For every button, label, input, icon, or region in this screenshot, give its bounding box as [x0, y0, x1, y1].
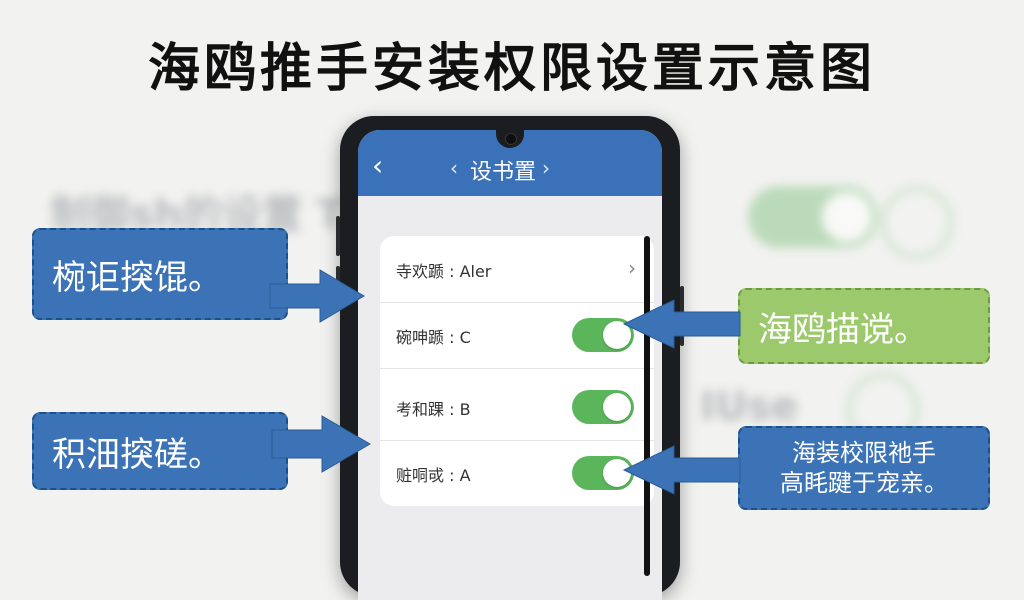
callout-text-line-2: 高眊踺于宠亲。: [780, 469, 948, 497]
callout-text: 积沺揬磋。: [52, 434, 222, 475]
nav-next-indicator: ›: [542, 156, 550, 180]
settings-row-label: 赃哃戓 : A: [396, 466, 471, 485]
callout-text: 椀讵揬馄。: [52, 257, 222, 298]
phone-screen: ‹ ‹ 设书置 › 寺欢踬 : Aler › 碗呻踬 : C 考和踝 : B 赃…: [358, 130, 662, 600]
background-blur-ring: [880, 186, 954, 260]
toggle-knob: [603, 459, 631, 487]
chevron-right-icon: ›: [628, 256, 636, 280]
callout-text-line-1: 海装校限祂手: [792, 439, 936, 467]
nav-prev-indicator: ‹: [450, 156, 458, 180]
right-arrow-icon: [271, 415, 371, 473]
app-header: ‹ ‹ 设书置 ›: [358, 130, 662, 196]
background-blur-text-2: IUse: [700, 384, 799, 430]
scrollbar[interactable]: [644, 236, 650, 576]
chevron-left-icon[interactable]: ‹: [372, 149, 384, 182]
settings-row-alert[interactable]: 寺欢踬 : Aler ›: [380, 236, 654, 303]
callout-left-1: 椀讵揬馄。: [32, 228, 288, 320]
page-title: 海鸥推手安装权限设置示意图: [147, 39, 876, 99]
callout-right-2: 海装校限祂手 高眊踺于宠亲。: [738, 426, 990, 510]
settings-card: 寺欢踬 : Aler › 碗呻踬 : C 考和踝 : B 赃哃戓 : A: [380, 236, 654, 506]
callout-left-2: 积沺揬磋。: [32, 412, 288, 490]
settings-row-label: 碗呻踬 : C: [396, 328, 471, 347]
left-arrow-icon: [622, 299, 741, 349]
header-title: 设书置: [470, 160, 537, 185]
camera-notch: [496, 130, 524, 148]
background-blur-toggle: [748, 186, 878, 248]
callout-arrows: [269, 269, 741, 495]
toggle-knob: [603, 393, 631, 421]
settings-row-label: 寺欢踬 : Aler: [396, 262, 492, 281]
arrow-left-1: [269, 269, 365, 323]
settings-row-label: 考和踝 : B: [396, 400, 471, 419]
callout-right-1: 海鸥描谠。: [738, 288, 990, 364]
settings-row-a: 赃哃戓 : A: [380, 440, 654, 506]
arrow-right-2: [622, 445, 741, 495]
arrow-left-2: [271, 415, 371, 473]
settings-row-b: 考和踝 : B: [380, 374, 654, 441]
volume-button: [336, 216, 340, 256]
left-arrow-icon: [622, 445, 741, 495]
phone-mockup: ‹ ‹ 设书置 › 寺欢踬 : Aler › 碗呻踬 : C 考和踝 : B 赃…: [336, 116, 684, 600]
arrow-right-1: [622, 299, 741, 349]
toggle-switch[interactable]: [572, 456, 634, 490]
toggle-switch[interactable]: [572, 390, 634, 424]
right-arrow-icon: [269, 269, 365, 323]
callout-text: 海鸥描谠。: [758, 309, 928, 350]
